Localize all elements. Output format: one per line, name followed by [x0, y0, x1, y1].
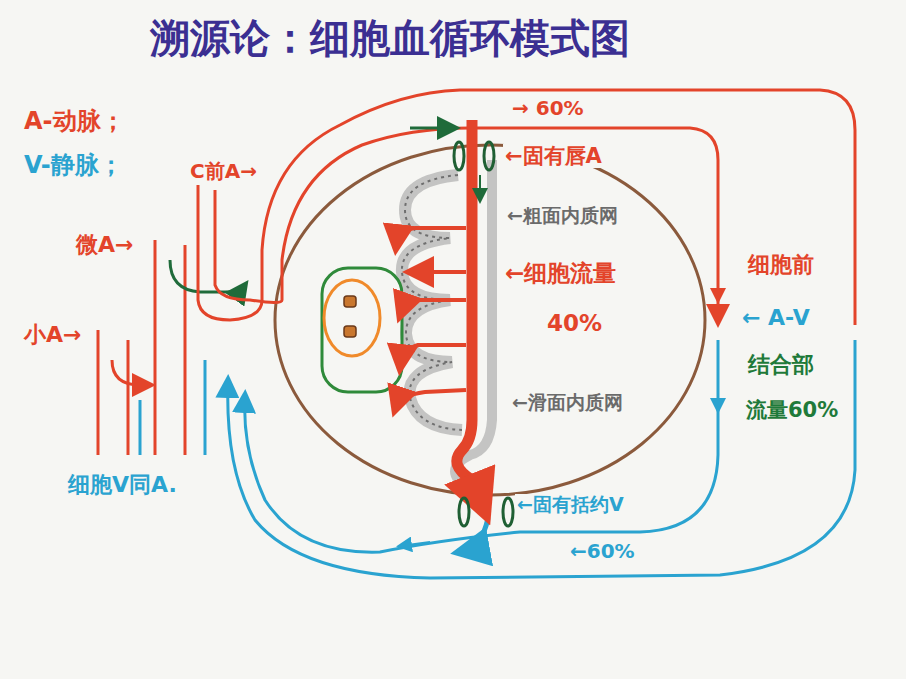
sphincter — [454, 142, 513, 526]
junction-label: ← A-V — [740, 305, 812, 330]
vessel-label: 微A→ — [74, 232, 135, 257]
vessel-label: C前A→ — [188, 160, 259, 183]
flow-label: ←细胞流量 — [503, 260, 618, 286]
legend-text: A-动脉； — [22, 108, 127, 136]
junction-label: 细胞前 — [746, 252, 816, 277]
nucleolus — [344, 326, 356, 337]
outer-vein — [228, 340, 855, 578]
title: 溯源论：细胞血循环模式图 — [150, 14, 630, 62]
flow-percent: 流量60% — [744, 398, 840, 422]
nucleus — [324, 280, 380, 356]
outer-artery — [262, 90, 855, 325]
capillary-branches — [395, 228, 466, 410]
note-text: 细胞V同A. — [66, 472, 179, 497]
left-vessels — [98, 185, 282, 455]
inner-artery — [282, 128, 718, 322]
vein-arrow — [717, 380, 719, 410]
cell-outlet-vein — [460, 518, 488, 552]
organelle-label: ←滑面内质网 — [510, 392, 625, 414]
flow-percent: ←60% — [568, 540, 637, 563]
flow-arrow — [717, 250, 719, 300]
legend-text: V-静脉； — [22, 152, 125, 180]
vein-arrow — [400, 542, 430, 546]
flow-percent: 40% — [545, 310, 604, 336]
cell-capillary — [457, 120, 482, 505]
junction-label: 结合部 — [746, 352, 816, 377]
flow-percent: → 60% — [510, 97, 586, 120]
vessel-label: ←固有唇A — [503, 144, 604, 168]
nucleus-membrane — [322, 268, 402, 392]
organelle-label: ←粗面内质网 — [505, 205, 620, 227]
cell-membrane — [275, 145, 705, 495]
vessel-label: ←固有括约V — [515, 494, 626, 516]
down-arrow — [479, 175, 481, 200]
vessel-label: 小A→ — [22, 322, 83, 347]
entry-arrow — [410, 127, 455, 130]
nucleolus — [344, 296, 356, 307]
